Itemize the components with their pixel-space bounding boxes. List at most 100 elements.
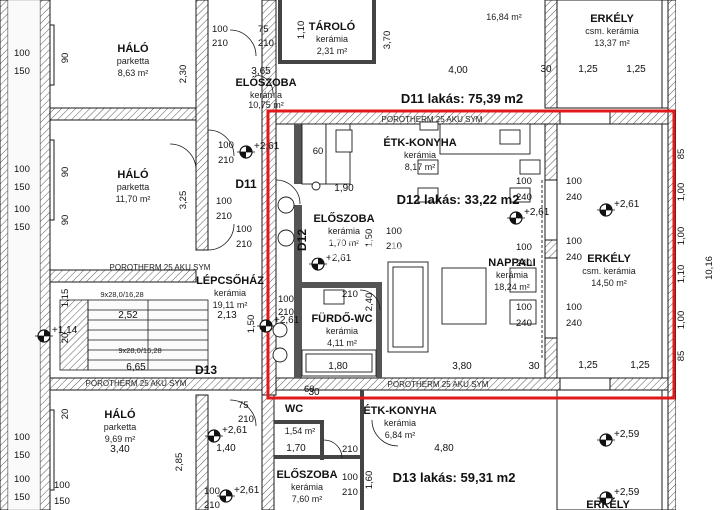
- unit-code: D11: [235, 177, 257, 191]
- room-name: NAPPALI: [488, 257, 535, 269]
- flat-title: D13 lakás: 59,31 m2: [393, 470, 516, 485]
- dimension: 1,25: [630, 360, 650, 371]
- wall-labels: POROTHERM 25 AKU SYM POROTHERM 25 AKU SY…: [86, 115, 489, 389]
- opening-size: 100: [216, 196, 232, 207]
- dimension: 1,90: [334, 183, 354, 194]
- dimension-labels: 4,00 3,65 2,52 2,13 6,65 1,80 3,80 30 30…: [14, 21, 715, 510]
- room-area: 2,31 m²: [317, 46, 348, 56]
- room-name: ERKÉLY: [587, 252, 631, 265]
- opening-size: 210: [218, 155, 234, 166]
- opening-size: 210: [258, 38, 274, 49]
- bathroom-fixtures: [272, 289, 377, 377]
- wall-type: POROTHERM 25 AKU SYM: [86, 379, 187, 388]
- dimension: 90: [60, 53, 71, 64]
- opening-size: 100: [386, 226, 402, 237]
- room-material: kerámia: [404, 150, 436, 160]
- staircase: [59, 299, 209, 371]
- opening-size: 100: [14, 432, 30, 443]
- room-name: HÁLÓ: [117, 42, 149, 55]
- room-material: kerámia: [316, 34, 348, 44]
- opening-size: 100: [516, 302, 532, 313]
- room-area: 16,84 m²: [486, 12, 522, 22]
- level-marker: +2,61: [205, 425, 248, 443]
- unit-code: D12: [295, 229, 309, 251]
- opening-size: 240: [516, 318, 532, 329]
- opening-size: 150: [14, 66, 30, 77]
- level-value: +1,14: [52, 325, 78, 336]
- room-area: 8,63 m²: [118, 68, 149, 78]
- dimension: 2,52: [118, 310, 138, 321]
- room-material: kerámia: [328, 226, 360, 236]
- level-value: +2,61: [222, 425, 248, 436]
- stair-notes: 9x28,0/16,28 9x28,0/16,28: [100, 290, 161, 355]
- level-marker: +2,61: [597, 199, 640, 217]
- opening-size: 210: [278, 307, 294, 318]
- dimension: 30: [308, 387, 320, 398]
- level-markers: +2,61+2,61+2,61+2,61+2,59+2,61+1,14+2,61…: [35, 141, 640, 505]
- room-area: 18,24 m²: [494, 282, 530, 292]
- unit-code: D13: [195, 363, 217, 377]
- opening-size: 100: [236, 224, 252, 235]
- living-furniture: [387, 180, 543, 360]
- stair-note: 9x28,0/16,28: [100, 290, 143, 299]
- level-marker: +1,14: [35, 325, 78, 343]
- dimension: 6,65: [126, 362, 146, 373]
- dimension: 1,25: [626, 64, 646, 75]
- opening-size: 75: [258, 24, 269, 35]
- flat-title: D11 lakás: 75,39 m2: [401, 91, 523, 106]
- opening-size: 210: [238, 414, 254, 425]
- dimension: 20: [60, 409, 71, 420]
- wall-type: POROTHERM 25 AKU SYM: [388, 380, 489, 389]
- opening-size: 210: [342, 487, 358, 498]
- opening-size: 60: [304, 384, 315, 395]
- level-value: +2,61: [326, 253, 352, 264]
- room-name: TÁROLÓ: [309, 20, 356, 33]
- dimension: 1,70: [286, 443, 306, 454]
- room-name: ELŐSZOBA: [313, 212, 374, 225]
- room-area: 8,17 m²: [405, 162, 436, 172]
- stair-note: 9x28,0/16,28: [118, 346, 161, 355]
- dimension: 1,25: [578, 64, 598, 75]
- room-material: kerámia: [214, 288, 246, 298]
- room-name: FÜRDŐ-WC: [311, 312, 372, 325]
- dimension: 1,10: [296, 21, 307, 40]
- room-area: 1,70 m²: [329, 238, 360, 248]
- room-area: 6,84 m²: [385, 430, 416, 440]
- dimension: 20: [60, 333, 71, 344]
- opening-size: 150: [14, 182, 30, 193]
- flat-title: D12 lakás: 33,22 m2: [397, 192, 520, 207]
- level-marker: +2,61: [507, 207, 550, 225]
- opening-size: 210: [204, 500, 220, 510]
- watermark: 123RF: [310, 232, 410, 265]
- dimension: 1,00: [676, 227, 687, 246]
- dimension: 1,60: [364, 471, 375, 490]
- opening-size: 210: [342, 444, 358, 455]
- opening-size: 100: [342, 472, 358, 483]
- room-material: kerámia: [384, 418, 416, 428]
- opening-size: 150: [14, 450, 30, 461]
- dimension: 2,85: [174, 453, 185, 472]
- opening-size: 100: [212, 24, 228, 35]
- flat-titles: D11 lakás: 75,39 m2 D12 lakás: 33,22 m2 …: [393, 91, 524, 485]
- opening-size: 100: [218, 140, 234, 151]
- opening-size: 210: [212, 38, 228, 49]
- room-name: LÉPCSŐHÁZ: [196, 274, 264, 287]
- wall-type: POROTHERM 25 AKU SYM: [110, 263, 211, 272]
- dimension: 1,50: [364, 229, 375, 248]
- opening-size: 150: [14, 492, 30, 503]
- opening-size: 100: [516, 176, 532, 187]
- dimension: 1,00: [676, 311, 687, 330]
- room-area: 13,37 m²: [594, 38, 630, 48]
- dimension: 2,40: [364, 293, 375, 312]
- opening-size: 100: [516, 242, 532, 253]
- room-area: 1,54 m²: [285, 426, 316, 436]
- level-value: +2,61: [254, 141, 280, 152]
- opening-size: 210: [216, 211, 232, 222]
- opening-size: 100: [566, 302, 582, 313]
- opening-size: 240: [566, 318, 582, 329]
- level-marker: +2,59: [597, 429, 640, 447]
- dimension: 4,00: [448, 65, 468, 76]
- room-name: ÉTK-KONYHA: [363, 404, 436, 417]
- opening-size: 100: [278, 294, 294, 305]
